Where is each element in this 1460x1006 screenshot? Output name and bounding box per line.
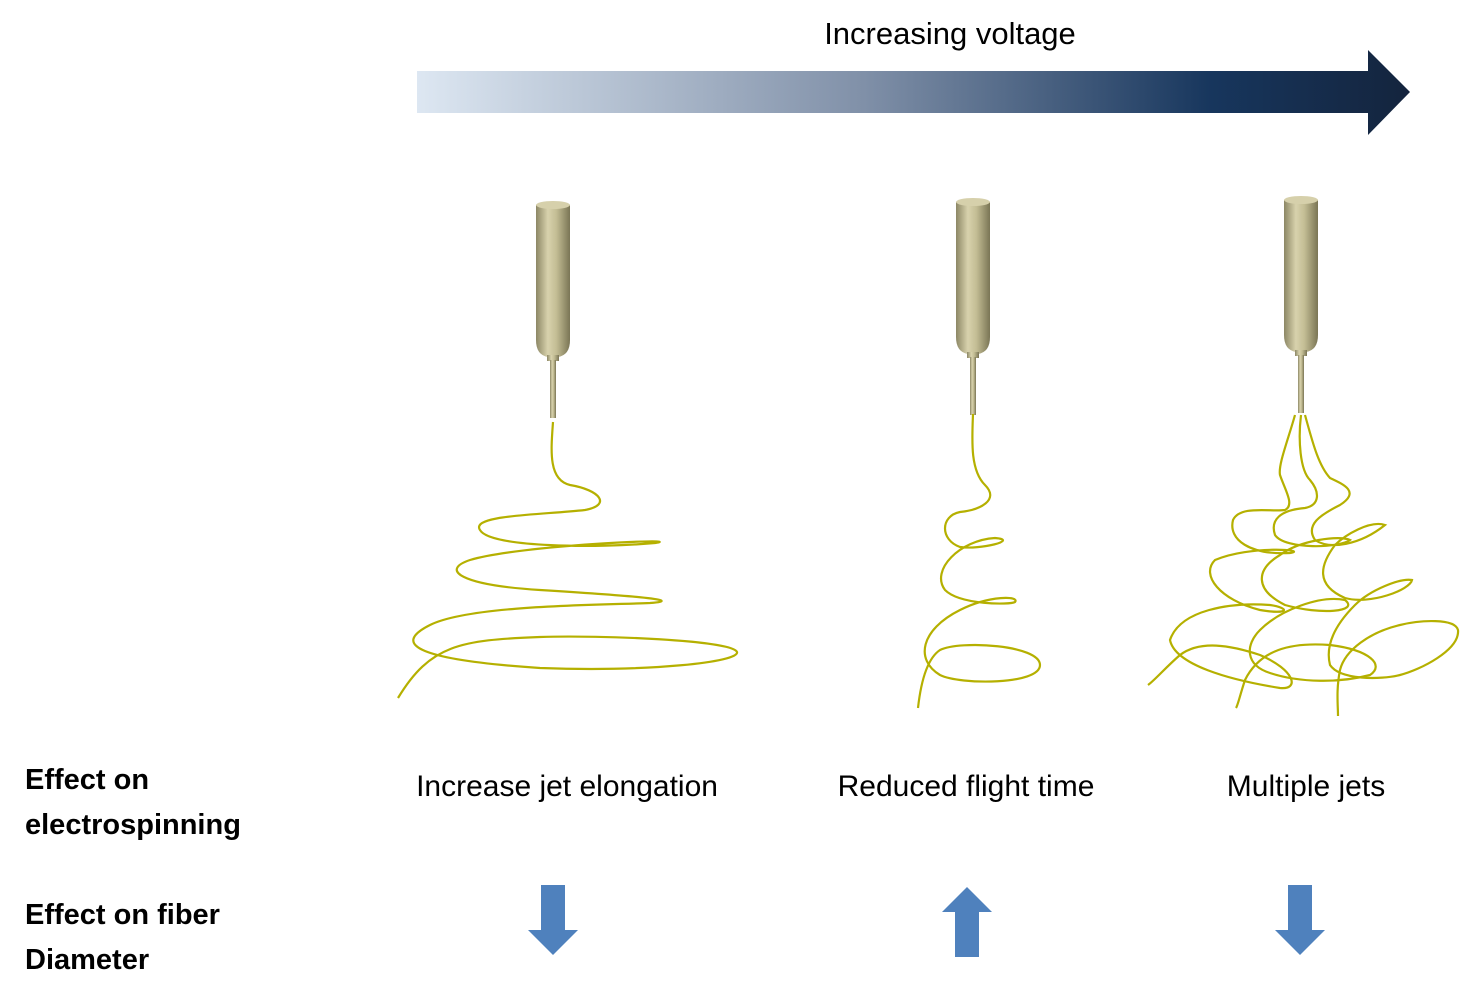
needle-icon-1 [536,201,570,418]
row-label-electrospinning: Effect on electrospinning [25,758,241,848]
effect-label-1: Increase jet elongation [416,770,718,803]
row-label-line: Effect on [25,764,150,796]
diameter-decrease-arrow-1 [528,885,578,955]
diameter-decrease-arrow-3 [1275,885,1325,955]
row-label-line: Diameter [25,944,150,976]
effect-label-3: Multiple jets [1226,770,1386,803]
voltage-gradient-arrow [417,50,1410,135]
needle-icon-2 [956,198,990,415]
effect-label-2: Reduced flight time [837,770,1095,803]
fiber-jet-elongated [397,421,739,699]
fiber-jet-multiple-2 [1235,414,1377,709]
row-label-line: electrospinning [25,809,241,841]
needle-icon-3 [1284,196,1318,413]
diagram-title: Increasing voltage [824,16,1076,51]
fiber-jet-multiple-1 [1147,414,1297,690]
diameter-increase-arrow-2 [942,887,992,957]
row-label-fiber-diameter: Effect on fiber Diameter [25,893,220,983]
row-label-line: Effect on fiber [25,899,220,931]
fiber-jet-short [916,413,1042,709]
fiber-jet-multiple-3 [1303,414,1460,717]
